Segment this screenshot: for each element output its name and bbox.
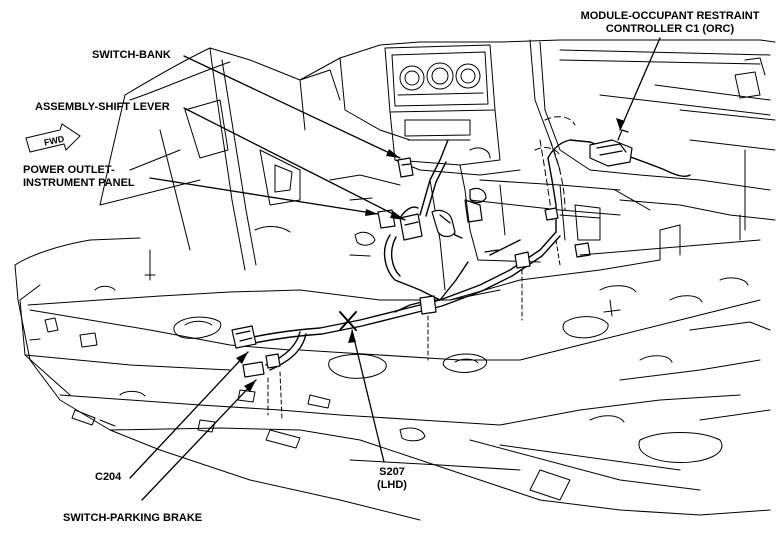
callout-orc-module: MODULE-OCCUPANT RESTRAINT CONTROLLER C1 … bbox=[570, 10, 770, 36]
callout-shift-lever-label: ASSEMBLY-SHIFT LEVER bbox=[35, 101, 170, 113]
callout-s207-line2: (LHD) bbox=[377, 479, 407, 491]
fwd-arrow-label: FWD bbox=[43, 134, 66, 148]
instrument-panel bbox=[299, 39, 776, 291]
x-splice-marker-icon bbox=[339, 311, 357, 331]
callout-power-outlet: POWER OUTLET- INSTRUMENT PANEL bbox=[23, 164, 135, 190]
callout-switch-bank: SWITCH-BANK bbox=[92, 49, 171, 62]
wiring-harness bbox=[239, 139, 691, 371]
floor-pan-right bbox=[579, 214, 771, 421]
callout-c204-label: C204 bbox=[95, 471, 122, 483]
callout-parking-brake: SWITCH-PARKING BRAKE bbox=[63, 512, 202, 525]
callout-power-outlet-line1: POWER OUTLET- bbox=[23, 164, 115, 176]
body-side-structure bbox=[99, 47, 341, 271]
callout-parking-brake-label: SWITCH-PARKING BRAKE bbox=[63, 512, 203, 524]
callout-c204: C204 bbox=[95, 471, 121, 484]
callout-shift-lever: ASSEMBLY-SHIFT LEVER bbox=[35, 101, 170, 114]
floor-tunnel bbox=[159, 259, 771, 521]
reference-lines bbox=[267, 239, 561, 421]
callout-s207-line1: S207 bbox=[379, 466, 405, 478]
leader-lines bbox=[129, 37, 661, 501]
floor-pan-left bbox=[14, 237, 301, 451]
fwd-arrow-icon: FWD bbox=[25, 123, 81, 153]
connectors bbox=[231, 129, 633, 378]
callout-orc-line2: CONTROLLER C1 (ORC) bbox=[605, 23, 735, 35]
callout-s207: S207 (LHD) bbox=[370, 466, 414, 492]
callout-power-outlet-line2: INSTRUMENT PANEL bbox=[23, 177, 135, 189]
callout-switch-bank-label: SWITCH-BANK bbox=[92, 49, 171, 61]
leader-arrowheads bbox=[236, 118, 625, 392]
callout-orc-line1: MODULE-OCCUPANT RESTRAINT bbox=[580, 10, 760, 22]
